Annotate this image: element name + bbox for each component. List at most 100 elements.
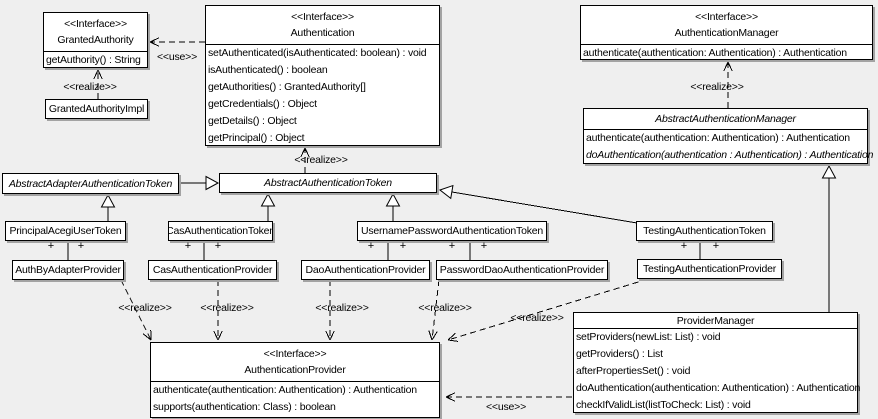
class-header: AbstractAuthenticationManager [584, 109, 867, 129]
multiplicity-label: + [214, 240, 222, 252]
class-header: ProviderManager [574, 313, 857, 328]
edge-stereotype-label: <<realize>> [690, 81, 744, 93]
class-method: doAuthentication(authentication: Authent… [576, 382, 861, 394]
edge-gen-testing-authentication-token [438, 184, 638, 224]
class-auth-by-adapter-provider: AuthByAdapterProvider [12, 260, 124, 280]
class-header: DaoAuthenticationProvider [302, 261, 429, 279]
class-method: getDetails() : Object [208, 115, 297, 127]
class-testing-authentication-provider: TestingAuthenticationProvider [637, 259, 782, 279]
edge-realize-cas-authentication-provider [213, 280, 223, 341]
multiplicity-label: + [680, 240, 688, 252]
edge-realize-abstract-authentication-manager [723, 61, 733, 108]
class-authentication: <<Interface>>Authentication setAuthentica… [205, 5, 440, 146]
class-header: TestingAuthenticationProvider [638, 260, 781, 278]
class-abstract-adapter-authentication-token: AbstractAdapterAuthenticationToken [2, 173, 179, 194]
class-header: <<Interface>>AuthenticationProvider [151, 343, 439, 381]
class-name: CasAuthenticationProvider [152, 264, 273, 276]
class-header: UsernamePasswordAuthenticationToken [358, 222, 546, 240]
class-granted-authority: <<Interface>> GrantedAuthority getAuthorit… [43, 12, 148, 68]
class-method: authenticate(authentication: Authenticat… [583, 47, 847, 59]
edge-stereotype-label: <<realize>> [315, 302, 369, 314]
class-methods: authenticate(authentication: Authenticat… [151, 381, 439, 416]
multiplicity-label: + [77, 240, 85, 252]
class-header: AbstractAdapterAuthenticationToken [3, 174, 178, 193]
class-method: getAuthorities() : GrantedAuthority[] [208, 81, 366, 93]
class-abstract-authentication-manager: AbstractAuthenticationManager authenticat… [583, 108, 874, 164]
edge-realize-testing-provider [447, 278, 649, 342]
class-abstract-authentication-token: AbstractAuthenticationToken [219, 173, 437, 193]
class-header: <<Interface>>Authentication [206, 6, 439, 44]
class-stereotype: <<Interface>> [291, 11, 354, 23]
class-methods: setProviders(newList: List) : void getPro… [574, 328, 861, 414]
class-name: ProviderManager [676, 314, 755, 327]
multiplicity-label: + [47, 240, 55, 252]
edge-stereotype-label: <<realize>> [63, 81, 117, 93]
class-name: UsernamePasswordAuthenticationToken [360, 225, 544, 237]
class-stereotype: <<Interface>> [695, 11, 758, 23]
edge-gen-provider-manager [821, 164, 837, 312]
class-header: AuthByAdapterProvider [13, 261, 123, 279]
multiplicity-label: + [399, 240, 407, 252]
edge-stereotype-label: <<realize>> [510, 312, 564, 324]
class-header: CasAuthenticationProvider [149, 261, 276, 279]
class-methods: setAuthenticated(isAuthenticated: boolea… [206, 44, 439, 147]
class-name: TestingAuthenticationProvider [642, 263, 777, 275]
edge-realize-password-dao-provider [428, 279, 440, 341]
edge-use-provider-manager [445, 392, 572, 402]
multiplicity-label: + [480, 240, 488, 252]
edge-realize-auth-by-adapter-provider [120, 279, 152, 341]
edge-gen-adapter-token-to-abstract-token [179, 175, 220, 191]
edge-stereotype-label: <<use>> [156, 51, 198, 63]
class-header: PasswordDaoAuthenticationProvider [437, 261, 607, 279]
class-authentication-manager: <<Interface>> AuthenticationManager authen… [580, 5, 873, 60]
class-name: AbstractAuthenticationManager [655, 113, 796, 125]
class-method: getPrincipal() : Object [208, 132, 305, 144]
class-method: getProviders() : List [576, 348, 663, 360]
class-name: AuthenticationManager [674, 27, 779, 39]
class-name: AuthenticationProvider [244, 364, 346, 376]
class-name: TestingAuthenticationToken [643, 225, 766, 237]
multiplicity-label: + [184, 240, 192, 252]
class-username-password-authentication-token: UsernamePasswordAuthenticationToken [357, 221, 547, 241]
class-header: <<Interface>> GrantedAuthority [44, 13, 147, 51]
class-method: afterPropertiesSet() : void [576, 365, 691, 377]
class-method: getAuthority() : String [46, 54, 141, 66]
class-method: setAuthenticated(isAuthenticated: boolea… [208, 47, 427, 59]
class-name: PasswordDaoAuthenticationProvider [439, 264, 605, 276]
class-header: CasAuthenticationToken [169, 222, 272, 240]
multiplicity-label: + [367, 240, 375, 252]
class-cas-authentication-token: CasAuthenticationToken [168, 221, 273, 241]
class-password-dao-authentication-provider: PasswordDaoAuthenticationProvider [436, 260, 608, 280]
class-name: AuthByAdapterProvider [15, 264, 121, 276]
class-method: authenticate(authentication: Authenticat… [586, 132, 850, 144]
edge-stereotype-label: <<realize>> [200, 302, 254, 314]
class-dao-authentication-provider: DaoAuthenticationProvider [301, 260, 430, 280]
edge-stereotype-label: <<realize>> [294, 154, 348, 166]
class-method: doAuthentication(authentication : Authen… [586, 149, 874, 161]
class-header: PrincipalAcegiUserToken [6, 222, 125, 240]
class-name: DaoAuthenticationProvider [305, 264, 426, 276]
class-method: setProviders(newList: List) : void [576, 331, 721, 343]
class-header: TestingAuthenticationToken [637, 222, 772, 240]
class-methods: authenticate(authentication: Authenticat… [581, 44, 872, 62]
class-cas-authentication-provider: CasAuthenticationProvider [148, 260, 277, 280]
edge-stereotype-label: <<realize>> [118, 302, 172, 314]
class-method: getCredentials() : Object [208, 98, 317, 110]
edge-gen-cas-authentication-token [260, 192, 276, 221]
class-name: AbstractAuthenticationToken [264, 177, 392, 189]
class-method: supports(authentication: Class) : boolea… [153, 401, 336, 413]
class-testing-authentication-token: TestingAuthenticationToken [636, 221, 773, 241]
class-name: CasAuthenticationToken [169, 225, 272, 237]
class-stereotype: <<Interface>> [64, 18, 127, 30]
edge-realize-dao-authentication-provider [325, 280, 335, 341]
edge-stereotype-label: <<use>> [485, 401, 527, 413]
class-header: GrantedAuthorityImpl [46, 100, 147, 118]
edge-gen-principal-acegi-user-token [100, 193, 116, 221]
class-granted-authority-impl: GrantedAuthorityImpl [45, 99, 148, 119]
class-name: GrantedAuthority [57, 34, 134, 46]
edge-use-granted-authority [149, 37, 205, 47]
edge-realize-abstract-authentication-token [300, 147, 310, 173]
edge-gen-username-password-token [385, 192, 401, 221]
